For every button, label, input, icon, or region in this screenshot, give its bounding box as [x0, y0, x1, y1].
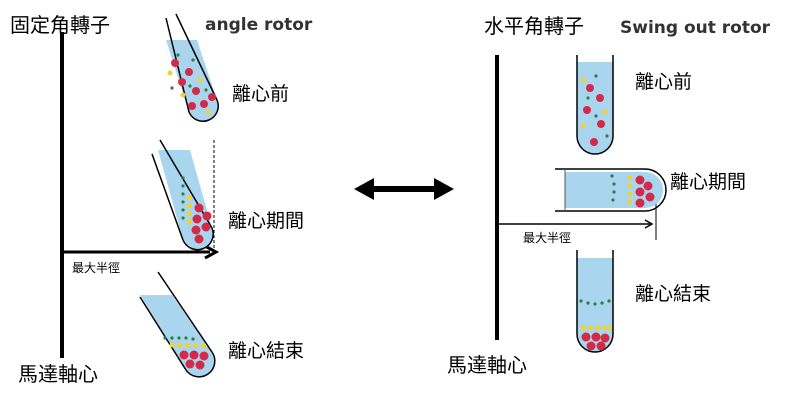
swing-stage-after-label: 離心結束: [635, 283, 711, 305]
max-radius-arrowhead: [204, 244, 220, 260]
angle-tube-before: 離心前: [165, 13, 289, 122]
swing-tube-after: 離心結束: [576, 250, 711, 353]
max-radius-label: 最大半徑: [72, 261, 120, 275]
swing-rotor-title-en: Swing out rotor: [620, 18, 771, 38]
angle-stage-after-label: 離心結束: [228, 340, 304, 362]
swing-tube-during: 離心期間: [555, 168, 746, 212]
swing-stage-before-label: 離心前: [635, 71, 692, 93]
swing-tube-before: 離心前: [576, 55, 692, 155]
angle-motor-axis-label: 馬達軸心: [18, 362, 98, 386]
swing-stage-during-label: 離心期間: [670, 171, 746, 193]
angle-rotor-title-en: angle rotor: [205, 15, 313, 35]
swing-rotor-panel: 水平角轉子 Swing out rotor 最大半徑 離心前: [447, 14, 771, 377]
angle-tube-after: 離心結束: [139, 271, 304, 378]
swing-rotor-title: 水平角轉子: [484, 14, 584, 38]
comparison-double-arrow: [354, 178, 454, 200]
angle-stage-before-label: 離心前: [232, 83, 289, 105]
angle-rotor-panel: 固定角轉子 angle rotor 最大半徑: [10, 13, 313, 386]
swing-max-radius-label: 最大半徑: [523, 231, 571, 245]
swing-motor-axis-label: 馬達軸心: [447, 353, 527, 377]
angle-stage-during-label: 離心期間: [228, 210, 304, 232]
angle-tube-during: 離心期間: [151, 139, 304, 251]
